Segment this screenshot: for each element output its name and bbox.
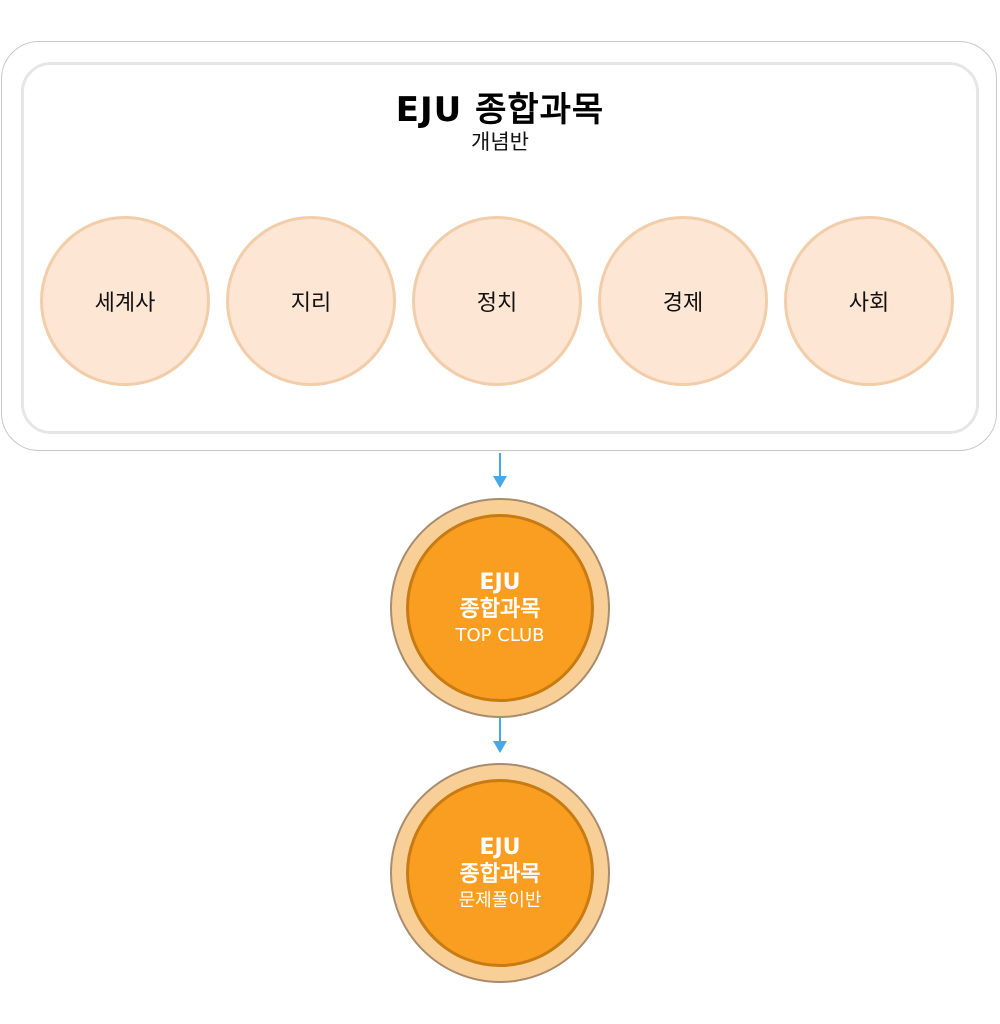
subject-circle-geography: 지리: [226, 216, 396, 386]
flow-arrow-head-1: [493, 476, 507, 488]
concept-section-subtitle: 개념반: [471, 130, 529, 154]
course-label-line1: EJU: [479, 569, 521, 595]
course-label-line1: EJU: [479, 834, 521, 860]
subject-circle-economics: 경제: [598, 216, 768, 386]
subject-circle-world-history: 세계사: [40, 216, 210, 386]
subject-circle-society: 사회: [784, 216, 954, 386]
course-circle-problem-solving-core: EJU 종합과목 문제풀이반: [406, 779, 594, 967]
course-label-line3: TOP CLUB: [455, 624, 545, 646]
course-label-line2: 종합과목: [459, 596, 541, 622]
flow-arrow-head-2: [493, 741, 507, 753]
course-circle-top-club-core: EJU 종합과목 TOP CLUB: [406, 514, 594, 702]
subject-circle-politics: 정치: [412, 216, 582, 386]
flow-arrow-line-1: [499, 453, 501, 477]
concept-section-title: EJU 종합과목: [395, 90, 605, 130]
course-circle-problem-solving: EJU 종합과목 문제풀이반: [390, 763, 610, 983]
course-circle-top-club: EJU 종합과목 TOP CLUB: [390, 498, 610, 718]
course-label-line3: 문제풀이반: [458, 889, 542, 911]
course-label-line2: 종합과목: [459, 861, 541, 887]
flow-arrow-line-2: [499, 718, 501, 742]
